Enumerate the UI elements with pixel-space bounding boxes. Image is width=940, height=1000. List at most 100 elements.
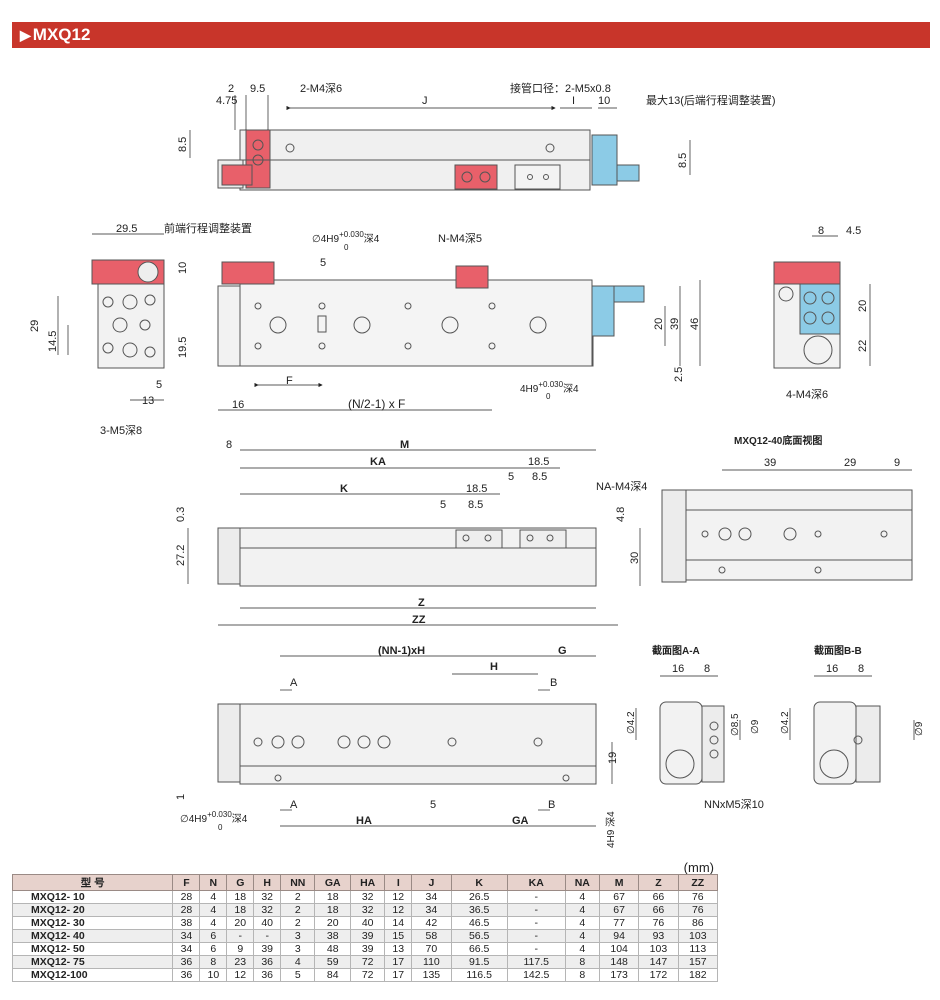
table-cell: 4 [280, 955, 316, 969]
model-cell: MXQ12- 40 [11, 929, 174, 943]
column-header: GA [314, 874, 351, 891]
table-cell: 34 [172, 942, 201, 956]
table-cell: 32 [349, 890, 386, 904]
table-cell: 9 [226, 942, 255, 956]
table-cell: - [506, 929, 566, 943]
dim-5-left: 5 [156, 379, 162, 391]
aa-dim-16: 16 [672, 663, 684, 675]
table-cell: 36.5 [450, 903, 508, 917]
table-cell: 38 [314, 929, 351, 943]
column-header: K [450, 874, 508, 891]
table-cell: 40 [349, 916, 386, 930]
end-view-left [91, 259, 165, 369]
table-cell: 2 [280, 916, 316, 930]
red-end-block-bottom [221, 164, 253, 186]
bb-dim-4_2: ∅4.2 [780, 711, 791, 734]
dim-29: 29 [29, 320, 41, 332]
dim-30: 30 [629, 552, 641, 564]
dim-22: 22 [857, 340, 869, 352]
table-cell: 18 [314, 903, 351, 917]
section-aa [659, 701, 725, 785]
bb-dim-9: ∅9 [914, 721, 925, 736]
table-cell: 76 [677, 903, 719, 917]
model-cell: MXQ12- 20 [11, 903, 174, 917]
dim-8_5-mid: 8.5 [468, 499, 483, 511]
table-cell: 4 [564, 890, 600, 904]
dim-20-right: 20 [857, 300, 869, 312]
nn-m5-label: NNxM5深10 [704, 798, 764, 811]
red-port [455, 265, 489, 289]
formula-NF: (N/2-1) x F [348, 397, 405, 411]
blue-adjuster [591, 134, 618, 186]
front-adjuster-label: 前端行程调整装置 [164, 221, 252, 235]
dim-top-max13: 最大13(后端行程调整装置) [646, 93, 776, 107]
table-cell: 20 [226, 916, 255, 930]
table-cell: - [506, 942, 566, 956]
side-view-main [217, 261, 645, 367]
dim-18_5-top: 18.5 [528, 456, 549, 468]
hole-left-label: ∅4H9+0.030深4 [180, 810, 248, 825]
table-cell: - [506, 903, 566, 917]
table-cell: 84 [314, 968, 351, 982]
table-cell: 26.5 [450, 890, 508, 904]
aa-dim-8: 8 [704, 663, 710, 675]
table-cell: 15 [384, 929, 413, 943]
table-cell: 3 [280, 942, 316, 956]
dim-ZZ: ZZ [412, 614, 426, 626]
table-cell: 6 [199, 942, 228, 956]
mark-A-bottom: A [290, 799, 298, 811]
table-cell: 2 [280, 903, 316, 917]
dim-27_2: 27.2 [175, 545, 187, 566]
table-cell: 48 [314, 942, 351, 956]
model-cell: MXQ12- 30 [11, 916, 174, 930]
table-cell: 13 [384, 942, 413, 956]
n-m4-label: N-M4深5 [438, 232, 482, 245]
table-cell: 36 [253, 955, 282, 969]
dim-5-main: 5 [320, 257, 326, 269]
dim-5-top: 5 [508, 471, 514, 483]
table-cell: 116.5 [450, 968, 508, 982]
table-cell: 12 [226, 968, 255, 982]
column-header: J [411, 874, 452, 891]
dim-KA: KA [370, 456, 386, 468]
table-cell: - [506, 890, 566, 904]
red-port-block [454, 164, 498, 190]
dim-top-2: 2 [228, 83, 234, 95]
dim-39-b: 39 [764, 457, 776, 469]
table-cell: 2 [280, 890, 316, 904]
hole-left-tol0: 0 [218, 823, 223, 832]
table-cell: 72 [349, 955, 386, 969]
table-cell: 18 [226, 903, 255, 917]
model-cell: MXQ12- 75 [11, 955, 174, 969]
bb-dim-16: 16 [826, 663, 838, 675]
table-cell: 18 [314, 890, 351, 904]
table-cell: 6 [199, 929, 228, 943]
table-cell: - [506, 916, 566, 930]
table-cell: 39 [349, 929, 386, 943]
table-cell: 10 [199, 968, 228, 982]
dim-GA: GA [512, 815, 529, 827]
mark-B-bottom: B [548, 799, 555, 811]
dim-top-10: 10 [598, 95, 610, 107]
table-cell: 34 [411, 903, 452, 917]
dim-19: 19 [607, 752, 619, 764]
table-cell: - [253, 929, 282, 943]
table-cell: 172 [638, 968, 679, 982]
table-cell: 66.5 [450, 942, 508, 956]
dim-5-sec: 5 [430, 799, 436, 811]
table-cell: 173 [598, 968, 640, 982]
column-header: 型 号 [11, 874, 174, 891]
table-cell: 4 [199, 903, 228, 917]
model-cell: MXQ12- 10 [11, 890, 174, 904]
top-view-dims [189, 95, 691, 175]
dim-top-8_5-right: 8.5 [677, 153, 689, 168]
dim-46: 46 [689, 318, 701, 330]
table-cell: 76 [638, 916, 679, 930]
table-cell: 4 [564, 916, 600, 930]
table-cell: 28 [172, 903, 201, 917]
